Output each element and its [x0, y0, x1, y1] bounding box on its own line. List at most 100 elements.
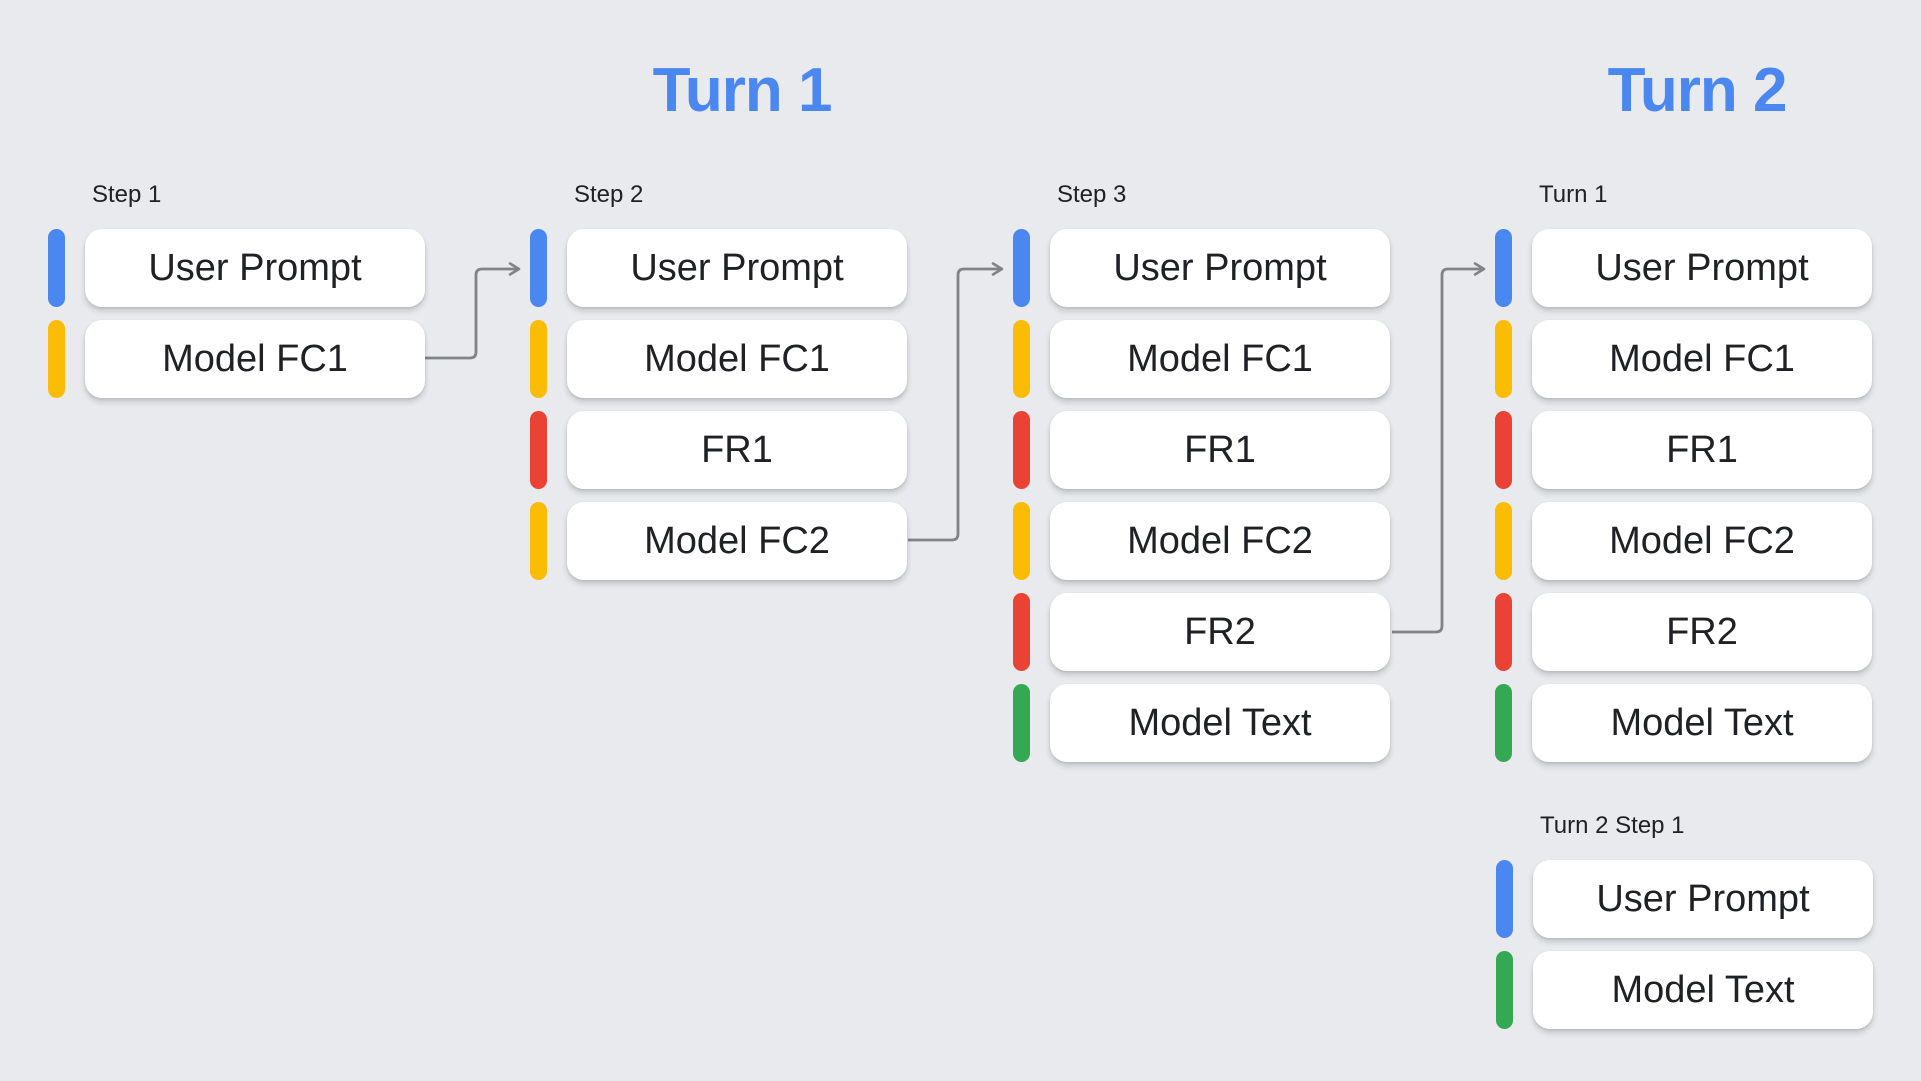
message-row: User Prompt	[48, 229, 425, 307]
message-row: User Prompt	[530, 229, 907, 307]
role-color-bar	[1013, 593, 1030, 671]
message-row: Model Text	[1013, 684, 1390, 762]
message-card: FR1	[1532, 411, 1872, 489]
role-color-bar	[1496, 860, 1513, 938]
column-label: Step 2	[574, 181, 644, 208]
arrow-step2-to-step3	[908, 262, 1004, 542]
message-card: User Prompt	[1533, 860, 1873, 938]
message-card: Model FC1	[85, 320, 425, 398]
column-label: Turn 1	[1539, 181, 1608, 208]
message-card-label: Model Text	[1610, 701, 1794, 744]
message-row: Model FC1	[48, 320, 425, 398]
message-rows: User Prompt Model FC1 FR1 Model FC2	[1495, 229, 1872, 762]
message-row: FR1	[1013, 411, 1390, 489]
column-step-2: Step 2 User Prompt Model FC1 FR1	[530, 182, 907, 580]
message-card: Model FC1	[1532, 320, 1872, 398]
column-label: Turn 2 Step 1	[1540, 812, 1685, 839]
message-row: Model FC1	[530, 320, 907, 398]
message-card-label: User Prompt	[1595, 246, 1809, 289]
role-color-bar	[1013, 684, 1030, 762]
message-card: User Prompt	[85, 229, 425, 307]
message-card: Model Text	[1532, 684, 1872, 762]
message-rows: User Prompt Model FC1 FR1 Model FC2	[530, 229, 907, 580]
role-color-bar	[530, 320, 547, 398]
message-card-label: User Prompt	[1596, 877, 1810, 920]
message-card-label: User Prompt	[148, 246, 362, 289]
message-row: Model FC1	[1013, 320, 1390, 398]
message-card: Model Text	[1533, 951, 1873, 1029]
message-card: FR2	[1050, 593, 1390, 671]
message-card-label: Model FC1	[1609, 337, 1795, 380]
column-step-3: Step 3 User Prompt Model FC1 FR1	[1013, 182, 1390, 762]
message-row: User Prompt	[1495, 229, 1872, 307]
message-card-label: FR1	[1184, 428, 1256, 471]
message-row: Model FC1	[1495, 320, 1872, 398]
message-card: Model FC2	[1050, 502, 1390, 580]
role-color-bar	[1495, 502, 1512, 580]
role-color-bar	[1013, 229, 1030, 307]
column-label: Step 3	[1057, 181, 1127, 208]
role-color-bar	[1496, 951, 1513, 1029]
message-row: FR2	[1013, 593, 1390, 671]
message-card: User Prompt	[1532, 229, 1872, 307]
message-card: FR2	[1532, 593, 1872, 671]
arrow-step1-to-step2	[424, 262, 521, 360]
message-card-label: Model FC1	[644, 337, 830, 380]
arrow-step3-to-turn1	[1392, 262, 1486, 634]
message-card-label: User Prompt	[1113, 246, 1327, 289]
message-card-label: FR1	[1666, 428, 1738, 471]
message-card-label: User Prompt	[630, 246, 844, 289]
message-row: Model FC2	[1013, 502, 1390, 580]
message-row: User Prompt	[1013, 229, 1390, 307]
message-card-label: FR1	[701, 428, 773, 471]
message-row: Model Text	[1495, 684, 1872, 762]
message-card: FR1	[1050, 411, 1390, 489]
message-card-label: FR2	[1666, 610, 1738, 653]
turn-1-heading: Turn 1	[652, 56, 833, 125]
message-row: Model FC2	[1495, 502, 1872, 580]
message-card-label: Model FC1	[162, 337, 348, 380]
role-color-bar	[1013, 502, 1030, 580]
message-rows: User Prompt Model Text	[1496, 860, 1873, 1029]
role-color-bar	[1495, 593, 1512, 671]
message-card: Model FC1	[567, 320, 907, 398]
message-row: User Prompt	[1496, 860, 1873, 938]
role-color-bar	[530, 502, 547, 580]
column-turn-1: Turn 1 User Prompt Model FC1 FR1	[1495, 182, 1872, 762]
message-rows: User Prompt Model FC1	[48, 229, 425, 398]
role-color-bar	[1495, 684, 1512, 762]
message-card-label: Model FC2	[644, 519, 830, 562]
message-row: FR1	[530, 411, 907, 489]
column-label: Step 1	[92, 181, 162, 208]
role-color-bar	[530, 229, 547, 307]
role-color-bar	[1495, 229, 1512, 307]
role-color-bar	[48, 320, 65, 398]
message-row: FR1	[1495, 411, 1872, 489]
turn-2-heading: Turn 2	[1607, 56, 1788, 125]
message-card-label: Model Text	[1128, 701, 1312, 744]
message-card-label: Model FC2	[1127, 519, 1313, 562]
message-card-label: FR2	[1184, 610, 1256, 653]
role-color-bar	[48, 229, 65, 307]
message-card-label: Model FC2	[1609, 519, 1795, 562]
role-color-bar	[1013, 411, 1030, 489]
role-color-bar	[1495, 320, 1512, 398]
message-card-label: Model FC1	[1127, 337, 1313, 380]
message-card: User Prompt	[1050, 229, 1390, 307]
message-row: FR2	[1495, 593, 1872, 671]
message-row: Model FC2	[530, 502, 907, 580]
message-card: Model FC2	[567, 502, 907, 580]
column-turn-2-step-1: Turn 2 Step 1 User Prompt Model Text	[1496, 813, 1873, 1029]
column-step-1: Step 1 User Prompt Model FC1	[48, 182, 425, 398]
message-card: Model Text	[1050, 684, 1390, 762]
role-color-bar	[1013, 320, 1030, 398]
message-card: User Prompt	[567, 229, 907, 307]
message-card: Model FC2	[1532, 502, 1872, 580]
message-card: FR1	[567, 411, 907, 489]
role-color-bar	[1495, 411, 1512, 489]
message-rows: User Prompt Model FC1 FR1 Model FC2	[1013, 229, 1390, 762]
role-color-bar	[530, 411, 547, 489]
message-card: Model FC1	[1050, 320, 1390, 398]
